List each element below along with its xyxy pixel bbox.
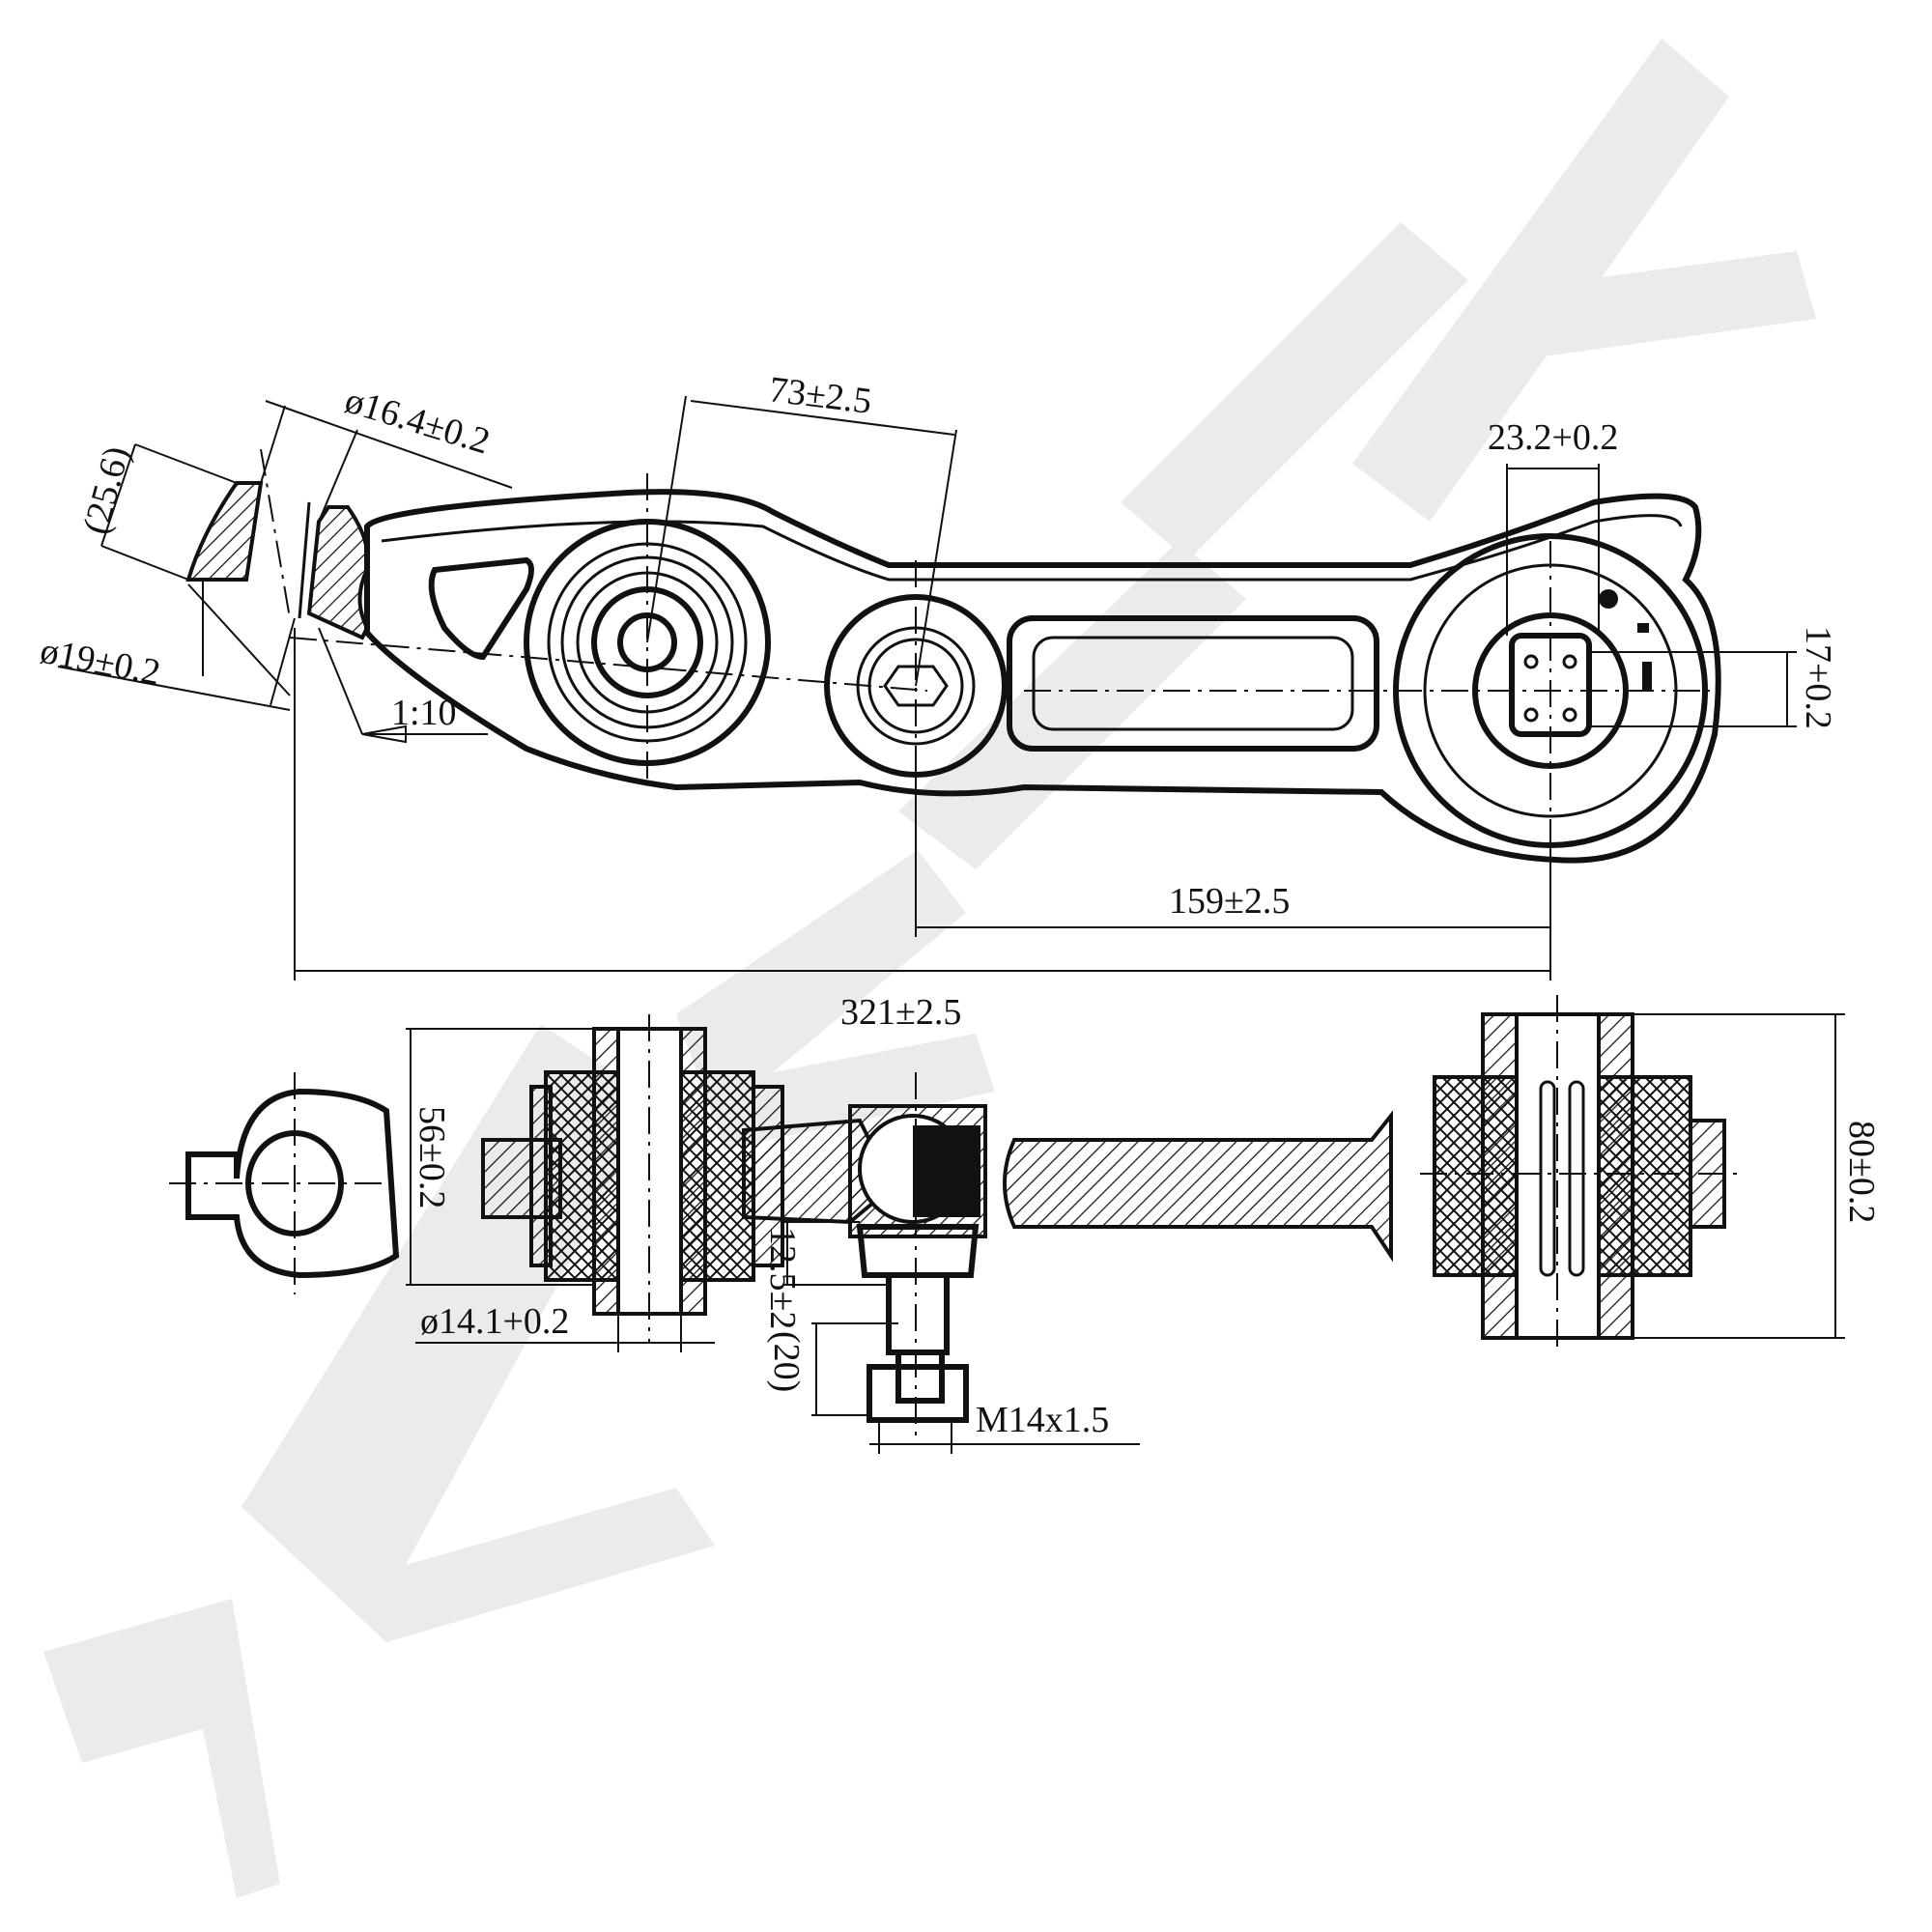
arm-pocket-outer	[1007, 615, 1379, 752]
dim-stud-length: (20)	[766, 1331, 807, 1392]
arm-pocket-inner	[1032, 636, 1354, 731]
dim-pin-small-diameter: ø16.4±0.2	[340, 380, 494, 462]
dim-overall-length: 321±2.5	[840, 992, 961, 1033]
arm-outline	[364, 489, 1721, 864]
dim-rear-bushing-width: 80±0.2	[1841, 1121, 1882, 1223]
top-view	[185, 448, 1721, 864]
dim-bushing-bore: ø14.1+0.2	[420, 1301, 569, 1342]
ball-joint	[848, 1072, 987, 1439]
dim-thread: M14x1.5	[976, 1400, 1109, 1440]
arm-cutout-triangle	[428, 556, 534, 661]
dim-center-to-bushing: 159±2.5	[1169, 881, 1290, 922]
pin-eye-end	[169, 1072, 400, 1294]
top-view-dimension-lines	[57, 395, 1797, 980]
rear-bushing	[1420, 995, 1739, 1352]
front-bushing	[529, 1014, 784, 1343]
side-view-dimension-lines	[406, 1013, 1845, 1454]
side-view	[169, 995, 1739, 1439]
dim-pin-length: (25.6)	[75, 442, 137, 539]
dim-pin-large-diameter: ø19±0.2	[37, 631, 163, 694]
dim-taper: 1:10	[391, 693, 457, 733]
dim-pin-to-bushing: 73±2.5	[767, 369, 874, 422]
dim-bushing-hole-height: 17+0.2	[1798, 626, 1838, 729]
arm-outline-inner	[381, 514, 1683, 582]
pin-section-left	[185, 481, 264, 582]
pin-section-right	[306, 505, 370, 640]
dim-bushing-hole-width: 23.2+0.2	[1488, 417, 1618, 458]
dim-ball-joint-height: 12.5±2	[762, 1227, 803, 1329]
dim-bushing-width: 56±0.2	[412, 1106, 452, 1208]
